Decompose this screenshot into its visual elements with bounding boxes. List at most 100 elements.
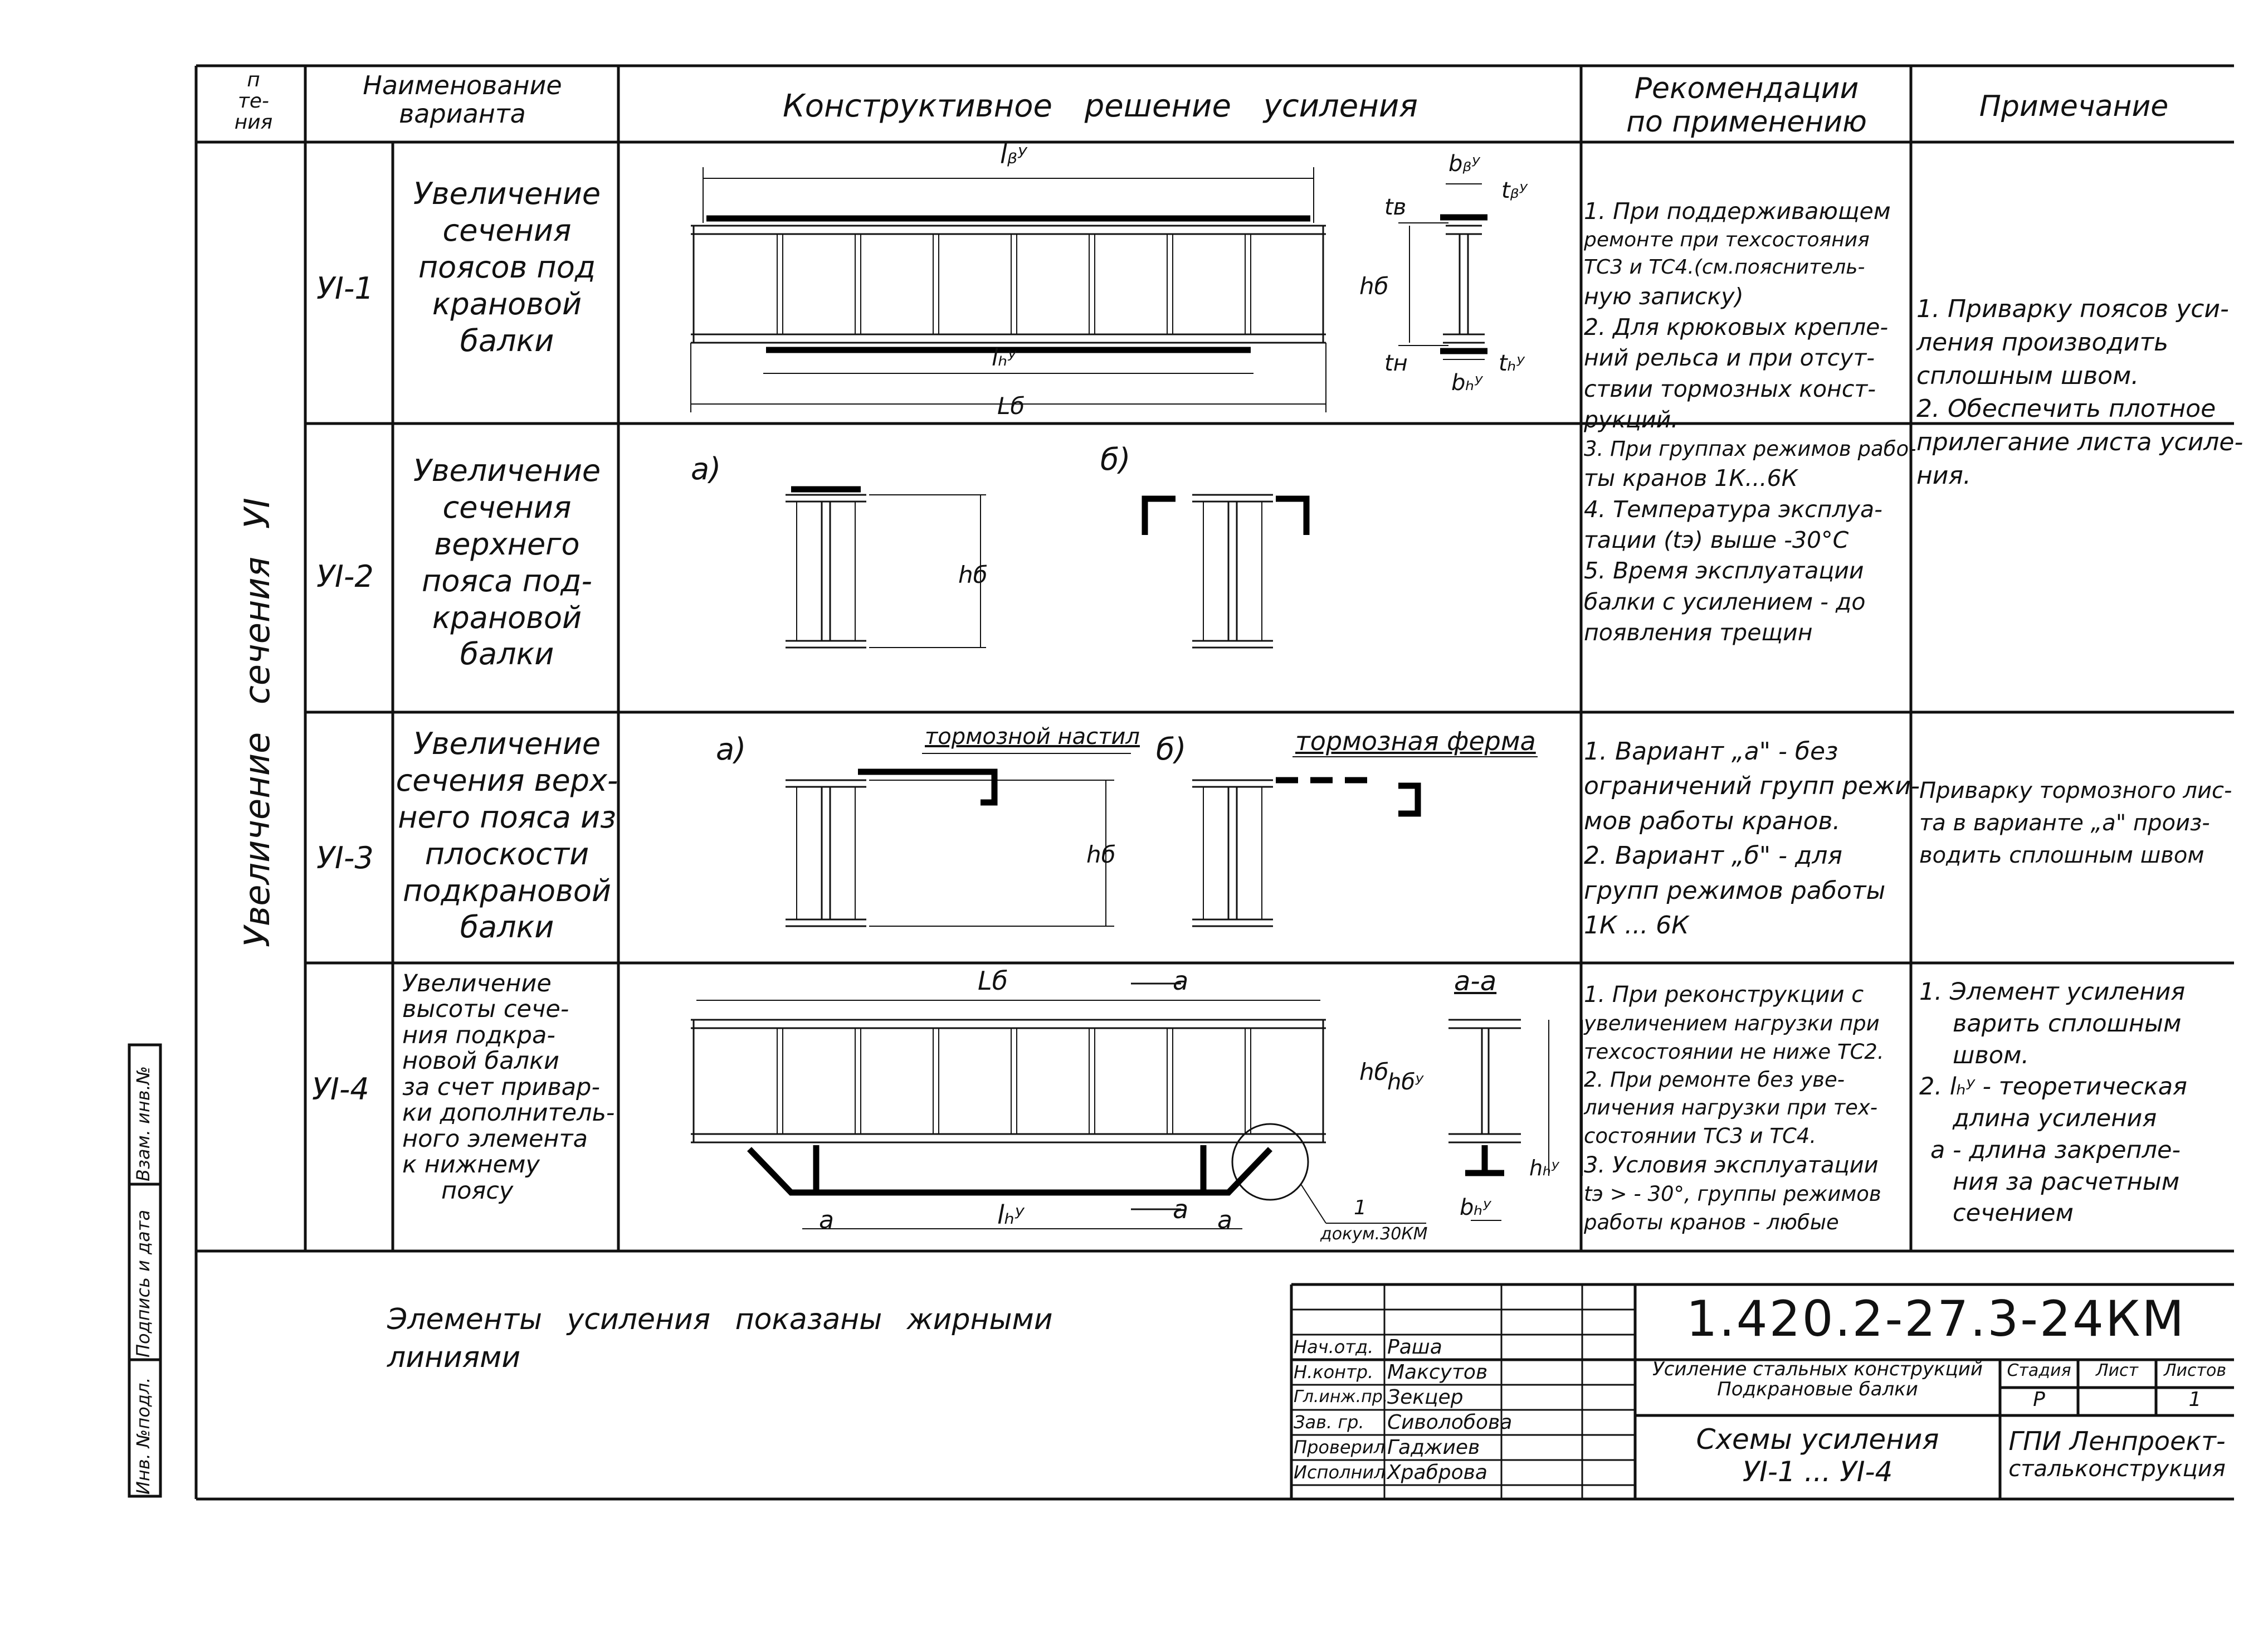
row4-hb-label: hб — [1359, 1058, 1389, 1086]
row3-note-2: та в варианте „а" произ- — [1919, 810, 2210, 836]
row4-ln-label: lₕʸ — [997, 1200, 1025, 1230]
row2-name-3: верхнего — [434, 526, 580, 562]
row4-ref-num: 1 — [1354, 1196, 1367, 1219]
row4-rec-8: tэ > - 30°, группы режимов — [1584, 1182, 1881, 1206]
row2-name-2: сечения — [442, 489, 572, 525]
row2-name-5: крановой — [432, 600, 582, 635]
row3-note-1: Приварку тормозного лис- — [1919, 778, 2232, 804]
row3-hb-label: hб — [1086, 841, 1116, 868]
stage-value: Р — [2033, 1388, 2045, 1411]
sheet-title-line-1: Схемы усиления — [1696, 1423, 1939, 1456]
name-3: Зекцер — [1387, 1386, 1464, 1409]
row4-bny-label: bₕʸ — [1460, 1195, 1491, 1220]
row4-note-6: а - длина закрепле- — [1930, 1136, 2181, 1164]
document-code: 1.420.2-27.3-24КМ — [1686, 1290, 2186, 1347]
row1-rec-14: балки с усилением - до — [1584, 588, 1866, 615]
row4-name-6: ки дополнитель- — [402, 1099, 615, 1127]
row4-rec-3: техсостоянии не ниже ТС2. — [1584, 1039, 1884, 1064]
row1-rec-9: 3. При группах режимов рабо- — [1584, 437, 1916, 461]
row4-name-7: ного элемента — [402, 1125, 588, 1153]
header-recommend-line-1: Рекомендации — [1634, 72, 1859, 105]
row4-note-3: швом. — [1953, 1041, 2030, 1069]
row4-a-label-left: а — [819, 1206, 834, 1234]
row4-name-4: новой балки — [402, 1047, 559, 1076]
row4-name-9: поясу — [441, 1176, 514, 1205]
row1-by-bot-label: bₕʸ — [1451, 370, 1483, 396]
row4-name-8: к нижнему — [402, 1151, 540, 1179]
row4-note-4: 2. lₕʸ - теоретическая — [1919, 1073, 2187, 1101]
header-num-line-2: те- — [237, 89, 270, 113]
row1-rec-3: ТС3 и ТС4.(см.пояснитель- — [1584, 255, 1865, 279]
row1-tn-label: tн — [1384, 351, 1408, 376]
row1-rec-11: 4. Температура эксплуа- — [1584, 495, 1882, 523]
row3-rec-5: групп режимов работы — [1584, 876, 1886, 905]
row3-rec-3: мов работы кранов. — [1584, 806, 1841, 835]
row1-rec-2: ремонте при техсостояния — [1584, 228, 1870, 252]
row4-name-5: за счет привар- — [402, 1073, 600, 1101]
row1-rec-8: рукций. — [1584, 406, 1679, 433]
role-1: Нач.отд. — [1294, 1336, 1374, 1357]
name-1: Раша — [1387, 1336, 1442, 1359]
name-2: Максутов — [1387, 1361, 1488, 1384]
row1-rec-12: тации (tэ) выше -30°С — [1584, 526, 1849, 553]
row4-name-2: высоты сече- — [402, 995, 569, 1024]
side-stamp-replace: Взам. инв.№ — [133, 1065, 154, 1181]
row4-rec-6: состоянии ТС3 и ТС4. — [1584, 1123, 1817, 1148]
stage-header: Стадия — [2007, 1361, 2071, 1380]
row4-name-1: Увеличение — [402, 970, 552, 997]
footnote-line-1: Элементы усиления показаны жирными — [387, 1303, 1053, 1336]
name-6: Храброва — [1387, 1461, 1487, 1484]
org-line-1: ГПИ Ленпроект- — [2008, 1426, 2226, 1456]
row1-top-len-label: lᵦʸ — [1000, 139, 1027, 169]
row1-by-top-label: bᵦʸ — [1448, 151, 1480, 177]
row4-rec-2: увеличением нагрузки при — [1584, 1011, 1880, 1036]
group-label: Увеличение сечения УI — [237, 498, 277, 947]
project-line-2: Подкрановые балки — [1717, 1378, 1918, 1400]
row4-note-1: 1. Элемент усиления — [1919, 978, 2186, 1006]
row4-section-mark-top: а — [1173, 966, 1189, 996]
row3-name-2: сечения верх- — [396, 762, 618, 798]
footnote-line-2: линиями — [387, 1340, 521, 1374]
row4-section-mark-bottom: а — [1173, 1194, 1189, 1224]
row4-rec-9: работы кранов - любые — [1584, 1210, 1839, 1234]
row3-variant-b: б) — [1156, 732, 1187, 767]
row1-note-1: 1. Приварку поясов уси- — [1916, 295, 2229, 323]
row1-full-len-label: Lб — [997, 392, 1025, 420]
row1-rec-13: 5. Время эксплуатации — [1584, 557, 1864, 585]
row4-a-label-right: а — [1217, 1206, 1232, 1234]
row2-variant-a: а) — [691, 451, 721, 486]
row1-name-2: сечения — [442, 212, 572, 248]
row3-rec-2: ограничений групп режи- — [1584, 772, 1920, 801]
row4-hby-label: hбʸ — [1387, 1069, 1423, 1095]
row1-note-6: ния. — [1916, 461, 1971, 490]
row1-rec-15: появления трещин — [1584, 619, 1813, 646]
header-name-line-2: варианта — [399, 98, 526, 129]
row3-deck-label: тормозной настил — [925, 724, 1140, 750]
side-stamp-inv: Инв. №подл. — [133, 1377, 154, 1495]
row3-name-1: Увеличение — [413, 726, 601, 761]
row4-section-title: а-а — [1454, 966, 1497, 997]
row4-hny-label: hₕʸ — [1529, 1156, 1559, 1180]
row2-variant-b: б) — [1100, 442, 1131, 477]
row1-rec-4: ную записку) — [1584, 283, 1744, 310]
role-4: Зав. гр. — [1294, 1412, 1364, 1433]
row1-ty-top-label: tᵦʸ — [1501, 178, 1528, 203]
header-num-line-3: ния — [234, 110, 273, 134]
row3-name-6: балки — [460, 909, 554, 945]
row4-rec-7: 3. Условия эксплуатации — [1584, 1152, 1879, 1178]
row1-rec-1: 1. При поддерживающем — [1584, 198, 1891, 225]
row2-hb-label: hб — [958, 561, 988, 588]
row4-note-2: варить сплошным — [1953, 1009, 2182, 1038]
row4-code: УI-4 — [312, 1072, 369, 1107]
row4-name-3: ния подкра- — [402, 1021, 555, 1049]
row1-rec-7: ствии тормозных конст- — [1584, 375, 1876, 402]
sheets-header: Листов — [2163, 1361, 2227, 1380]
role-6: Исполнил — [1294, 1462, 1386, 1483]
row1-rec-5: 2. Для крюковых крепле- — [1584, 313, 1889, 340]
row4-rec-5: личения нагрузки при тех- — [1584, 1096, 1878, 1120]
